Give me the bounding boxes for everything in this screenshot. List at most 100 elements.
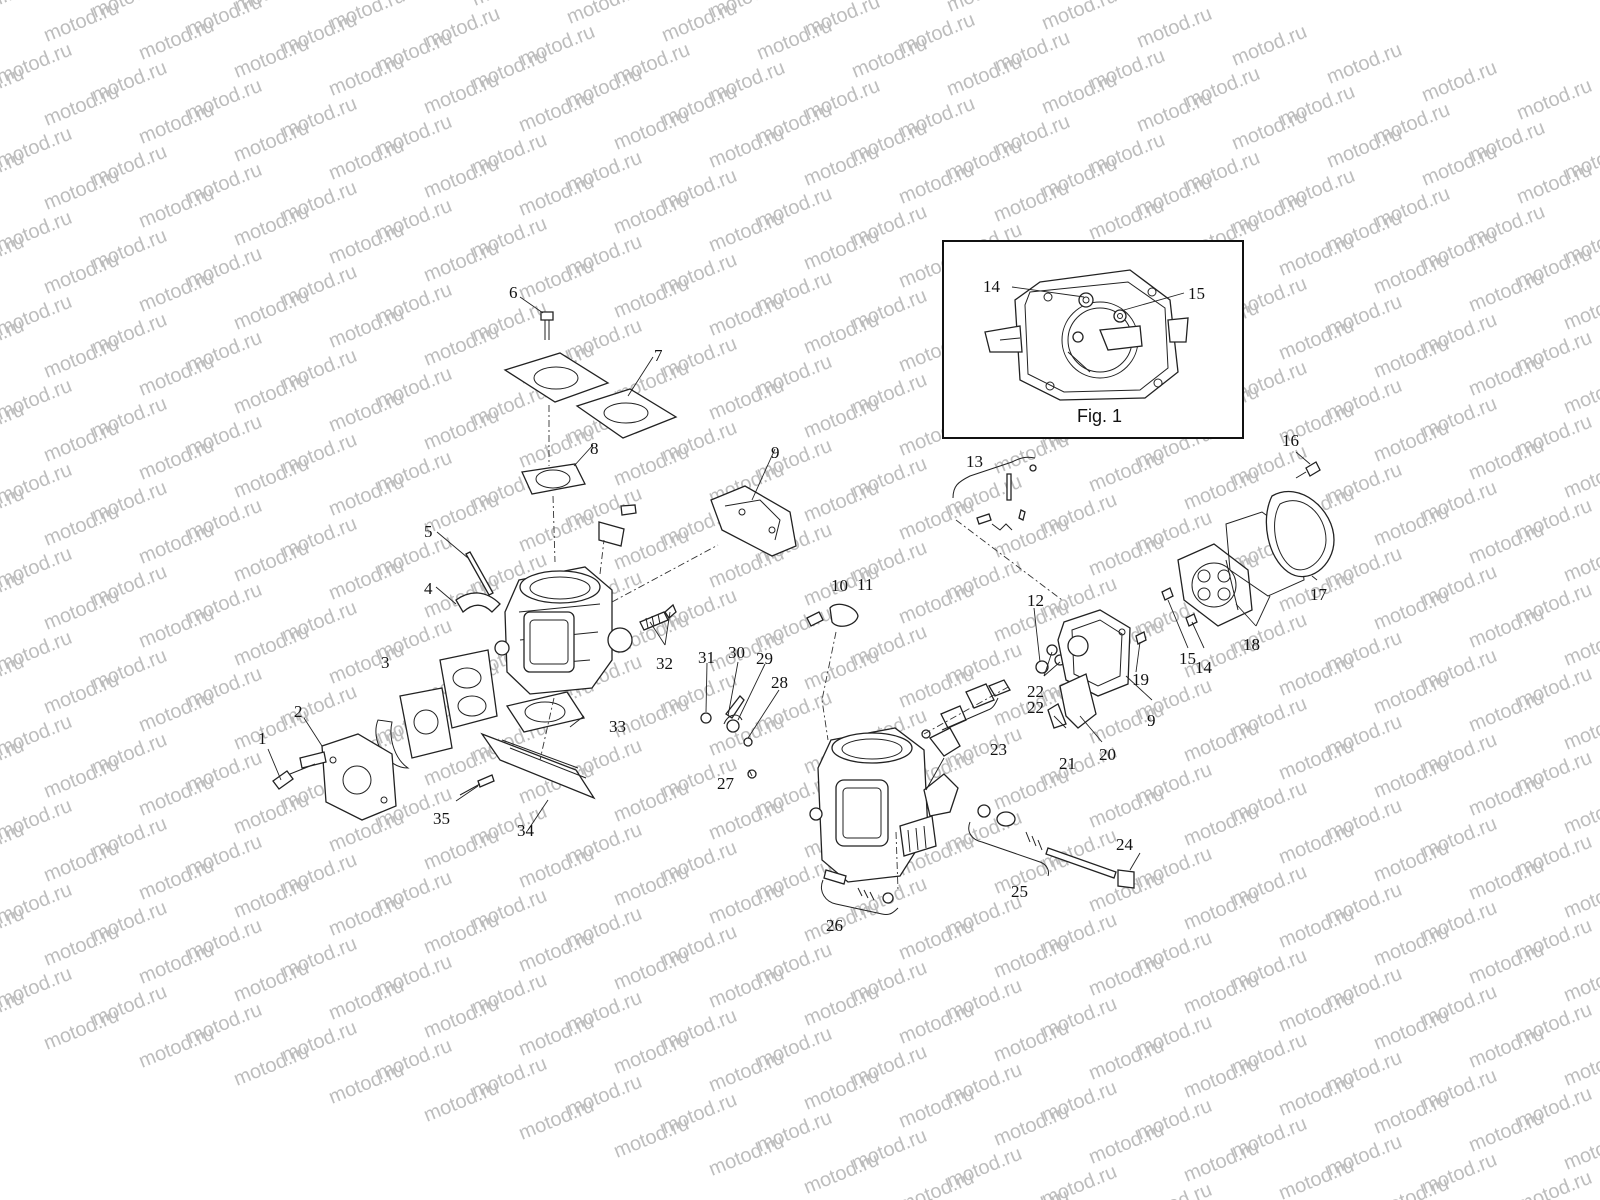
watermark-text: motod.ru (611, 777, 692, 827)
callout-10: 10 (831, 576, 848, 595)
watermark-text: motod.ru (1371, 585, 1452, 635)
callout-30: 30 (728, 643, 745, 662)
inset-callout-15: 15 (1188, 284, 1205, 303)
callout-35: 35 (433, 809, 450, 828)
callout-6: 6 (509, 283, 518, 302)
watermark-text: motod.ru (1371, 417, 1452, 467)
watermark-text: motod.ru (991, 1101, 1072, 1151)
watermark-text: motod.ru (1466, 519, 1547, 569)
watermark-text: motod.ru (706, 1047, 787, 1097)
callout-29: 29 (756, 649, 773, 668)
callout-19: 19 (1132, 670, 1149, 689)
watermark-text: motod.ru (421, 825, 502, 875)
watermark-text: motod.ru (706, 207, 787, 257)
watermark-text: motod.ru (136, 351, 217, 401)
watermark-text: motod.ru (136, 435, 217, 485)
watermark-text: motod.ru (41, 501, 122, 551)
watermark-text: motod.ru (1466, 1107, 1547, 1157)
watermark-text: motod.ru (41, 837, 122, 887)
watermark-text: motod.ru (41, 0, 122, 47)
watermark-text: motod.ru (1039, 0, 1120, 35)
callout-5: 5 (424, 522, 433, 541)
watermark-text: motod.ru (136, 267, 217, 317)
watermark-text: motod.ru (136, 519, 217, 569)
watermark-text: motod.ru (326, 891, 407, 941)
watermark-text: motod.ru (1561, 705, 1600, 755)
inset-caption: Fig. 1 (1077, 406, 1122, 426)
watermark-text: motod.ru (136, 15, 217, 65)
watermark-text: motod.ru (896, 999, 977, 1049)
watermark-text: motod.ru (136, 855, 217, 905)
watermark-text: motod.ru (136, 687, 217, 737)
watermark-text: motod.ru (1276, 231, 1357, 281)
watermark-text: motod.ru (1371, 753, 1452, 803)
watermark-text: motod.ru (1466, 687, 1547, 737)
watermark-text: motod.ru (1371, 669, 1452, 719)
watermark-text: motod.ru (421, 69, 502, 119)
watermark-text: motod.ru (1514, 159, 1595, 209)
watermark-text: motod.ru (516, 843, 597, 893)
watermark-text: motod.ru (516, 255, 597, 305)
watermark-text: motod.ru (326, 471, 407, 521)
watermark-text: motod.ru (1324, 39, 1405, 89)
callout-18: 18 (1243, 635, 1260, 654)
callout-22-b: 22 (1027, 698, 1044, 717)
leader-lines (267, 296, 1318, 871)
watermark-text: motod.ru (421, 237, 502, 287)
callout-8: 8 (590, 439, 599, 458)
watermark-text: motod.ru (1466, 267, 1547, 317)
watermark-text: motod.ru (1371, 1173, 1452, 1200)
watermark-text: motod.ru (1561, 369, 1600, 419)
watermark-text: motod.ru (1561, 285, 1600, 335)
watermark-text: motod.ru (896, 495, 977, 545)
watermark-text: motod.ru (1229, 21, 1310, 71)
watermark-text: motod.ru (1181, 465, 1262, 515)
watermark-text: motod.ru (611, 189, 692, 239)
watermark-text: motod.ru (1181, 1137, 1262, 1187)
watermark-text: motod.ru (41, 165, 122, 215)
callout-2: 2 (294, 702, 303, 721)
watermark-text: motod.ru (1086, 195, 1167, 245)
watermark-text: motod.ru (1181, 885, 1262, 935)
watermark-text: motod.ru (326, 555, 407, 605)
callout-13: 13 (966, 452, 983, 471)
watermark-text: motod.ru (231, 33, 312, 83)
watermark-text: motod.ru (41, 333, 122, 383)
watermark-text: motod.ru (231, 369, 312, 419)
watermark-text: motod.ru (231, 1041, 312, 1091)
watermark-text: motod.ru (136, 1023, 217, 1073)
callout-21: 21 (1059, 754, 1076, 773)
watermark-text: motod.ru (516, 507, 597, 557)
watermark-text: motod.ru (421, 489, 502, 539)
watermark-text: motod.ru (801, 477, 882, 527)
watermark-text: motod.ru (326, 387, 407, 437)
watermark-text: motod.ru (991, 933, 1072, 983)
watermark-text: motod.ru (231, 789, 312, 839)
watermark-text: motod.ru (231, 285, 312, 335)
watermark-text: motod.ru (1086, 783, 1167, 833)
watermark-text: motod.ru (1276, 315, 1357, 365)
watermark-text: motod.ru (326, 219, 407, 269)
watermark-text: motod.ru (326, 975, 407, 1025)
watermark-text: motod.ru (754, 15, 835, 65)
callout-14: 14 (1195, 658, 1213, 677)
watermark-text: motod.ru (1561, 789, 1600, 839)
watermark-text: motod.ru (1561, 957, 1600, 1007)
watermark-text: motod.ru (136, 771, 217, 821)
watermark-text: motod.ru (706, 123, 787, 173)
watermark-text: motod.ru (1276, 1155, 1357, 1200)
left-carburetor-assembly (272, 311, 797, 821)
watermark-text: motod.ru (1371, 1089, 1452, 1139)
inset-fig-1: 14 15 Fig. 1 (942, 240, 1244, 439)
watermark-text: motod.ru (1466, 1023, 1547, 1073)
watermark-text: motod.ru (1134, 1179, 1215, 1200)
watermark-text: motod.ru (326, 1059, 407, 1109)
watermark-text: motod.ru (1181, 969, 1262, 1019)
watermark-text: motod.ru (516, 423, 597, 473)
watermark-text: motod.ru (1371, 501, 1452, 551)
watermark-text: motod.ru (1514, 75, 1595, 125)
watermark-text: motod.ru (896, 915, 977, 965)
watermark-text: motod.ru (1466, 435, 1547, 485)
watermark-text: motod.ru (801, 393, 882, 443)
